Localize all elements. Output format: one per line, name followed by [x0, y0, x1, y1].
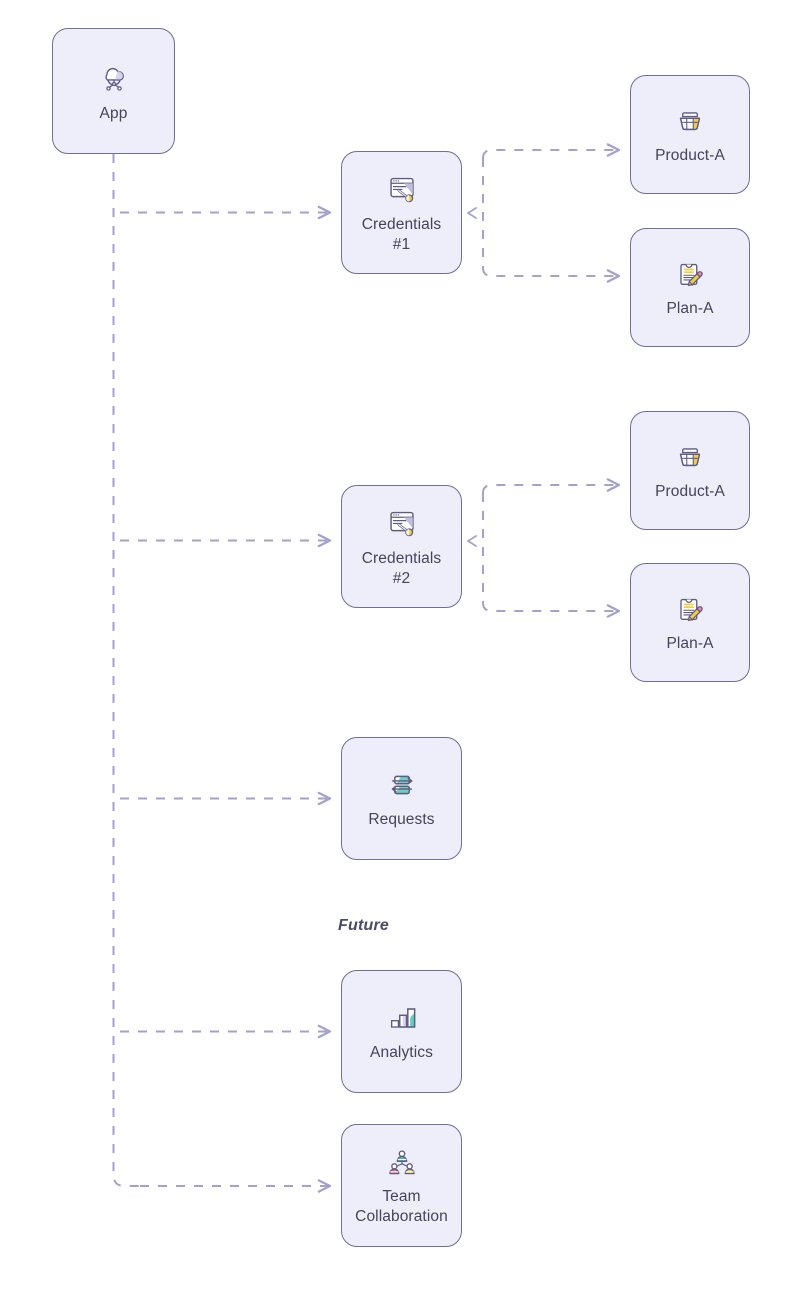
clipboard-pencil-icon: [672, 591, 708, 627]
node-credentials-1[interactable]: Credentials #1: [341, 151, 462, 274]
sync-exchange-icon: [384, 767, 420, 803]
node-label: Credentials #2: [361, 550, 442, 587]
node-product-a-2[interactable]: Product-A: [630, 411, 750, 530]
shopping-basket-icon: [672, 103, 708, 139]
edge-credentials-1-to-plan-a: [482, 267, 621, 283]
people-org-icon: [384, 1144, 420, 1180]
node-credentials-2[interactable]: Credentials #2: [341, 485, 462, 608]
browser-key-icon: [383, 170, 421, 208]
node-requests[interactable]: Requests: [341, 737, 462, 860]
edge-credentials-2-to-plan-a: [482, 602, 621, 618]
edge-credentials-2-to-product-a: [482, 478, 621, 494]
node-plan-a-1[interactable]: Plan-A: [630, 228, 750, 347]
node-label: Requests: [368, 811, 435, 829]
edge-credentials-1-to-product-a: [482, 143, 621, 159]
node-label: App: [99, 104, 128, 122]
node-label: Product-A: [655, 483, 725, 501]
node-product-a-1[interactable]: Product-A: [630, 75, 750, 194]
edge-app-trunk: [112, 154, 140, 1187]
node-label: Plan-A: [666, 300, 714, 318]
node-label: Plan-A: [666, 635, 714, 653]
node-team-collaboration[interactable]: Team Collaboration: [341, 1124, 462, 1247]
browser-key-icon: [383, 504, 421, 542]
section-label-future: Future: [338, 917, 389, 934]
node-label: Product-A: [655, 147, 725, 165]
node-app[interactable]: App: [52, 28, 175, 154]
cloud-network-icon: [95, 59, 133, 97]
shopping-basket-icon: [672, 439, 708, 475]
bar-chart-icon: [384, 1000, 420, 1036]
node-label: Team Collaboration: [355, 1188, 448, 1225]
node-label: Credentials #1: [361, 216, 442, 253]
node-plan-a-2[interactable]: Plan-A: [630, 563, 750, 682]
arrowhead-into-credentials-1: [467, 207, 477, 219]
arrowhead-into-credentials-2: [467, 535, 477, 547]
clipboard-pencil-icon: [672, 256, 708, 292]
node-analytics[interactable]: Analytics: [341, 970, 462, 1093]
node-label: Analytics: [370, 1044, 433, 1062]
